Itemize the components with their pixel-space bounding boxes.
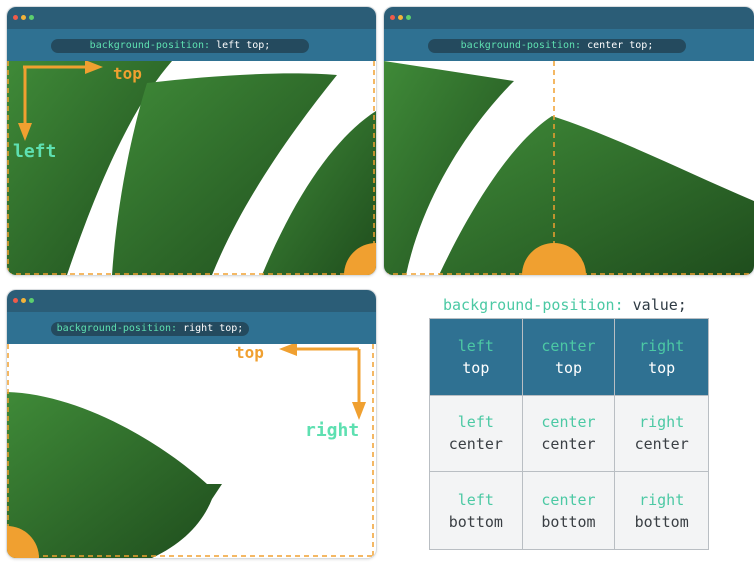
minimize-dot-icon[interactable] <box>21 298 26 303</box>
browser-window-right-top: background-position: right top; <box>7 290 376 558</box>
css-value: center top; <box>587 40 654 51</box>
horizontal-value: left <box>457 413 494 432</box>
minimize-dot-icon[interactable] <box>21 15 26 20</box>
leaf-segment <box>112 73 337 275</box>
maximize-dot-icon[interactable] <box>29 298 34 303</box>
leaf-segment <box>439 116 754 275</box>
window-controls[interactable] <box>13 15 34 20</box>
maximize-dot-icon[interactable] <box>29 15 34 20</box>
left-label: left <box>13 141 56 162</box>
vertical-value: bottom <box>634 512 689 531</box>
vertical-value: center <box>634 435 689 454</box>
table-title-value: value; <box>632 296 687 314</box>
browser-window-center-top: background-position: center top; <box>384 7 754 275</box>
browser-window-left-top: background-position: left top; <box>7 7 376 275</box>
top-label: top <box>235 344 264 362</box>
horizontal-value: center <box>541 490 596 509</box>
window-titlebar <box>7 290 376 312</box>
leaf-image: top left <box>7 61 376 275</box>
close-dot-icon[interactable] <box>13 15 18 20</box>
top-label: top <box>113 64 142 83</box>
horizontal-value: right <box>639 336 685 355</box>
vertical-value: center <box>541 435 596 454</box>
horizontal-value: left <box>457 490 494 509</box>
css-value: right top; <box>183 323 244 334</box>
right-label: right <box>305 420 359 441</box>
leaf-segment <box>262 111 376 275</box>
vertical-value: top <box>462 358 490 377</box>
close-dot-icon[interactable] <box>13 298 18 303</box>
horizontal-value: left <box>457 336 494 355</box>
table-title: background-position: value; <box>443 296 687 314</box>
css-declaration-pill[interactable]: background-position: center top; <box>428 39 686 53</box>
table-cell: center top <box>522 319 616 396</box>
leaf-image: top right <box>7 344 376 558</box>
corner-marker <box>344 243 376 275</box>
address-bar: background-position: left top; <box>7 29 376 61</box>
table-cell: center center <box>522 395 616 473</box>
horizontal-value: center <box>541 413 596 432</box>
address-bar: background-position: right top; <box>7 312 376 344</box>
css-property: background-position: <box>460 40 582 51</box>
top-arrow <box>279 344 359 356</box>
vertical-value: center <box>448 435 503 454</box>
css-declaration-pill[interactable]: background-position: left top; <box>51 39 309 53</box>
window-titlebar <box>7 7 376 29</box>
leaf-segment <box>384 61 514 275</box>
table-cell: center bottom <box>522 472 616 549</box>
table-cell: left top <box>430 319 523 396</box>
table-title-property: background-position: <box>443 296 624 314</box>
leaf-segment <box>7 61 172 275</box>
table-cell: left bottom <box>430 472 523 549</box>
vertical-value: top <box>648 358 676 377</box>
vertical-value: bottom <box>448 512 503 531</box>
maximize-dot-icon[interactable] <box>406 15 411 20</box>
horizontal-value: right <box>639 413 685 432</box>
viewport: top right <box>7 344 376 558</box>
window-controls[interactable] <box>390 15 411 20</box>
right-arrow <box>352 349 366 420</box>
corner-marker <box>522 243 586 275</box>
horizontal-value: right <box>639 490 685 509</box>
left-arrow <box>18 67 32 141</box>
viewport: top left <box>7 61 376 275</box>
close-dot-icon[interactable] <box>390 15 395 20</box>
corner-marker <box>7 526 39 558</box>
minimize-dot-icon[interactable] <box>398 15 403 20</box>
top-arrow <box>23 61 103 74</box>
leaf-segment <box>7 392 222 558</box>
window-controls[interactable] <box>13 298 34 303</box>
table-cell: right top <box>615 319 708 396</box>
horizontal-value: center <box>541 336 596 355</box>
vertical-value: bottom <box>541 512 596 531</box>
window-titlebar <box>384 7 754 29</box>
css-property: background-position: <box>56 323 178 334</box>
position-values-table: left top center top right top left center ce… <box>429 318 709 550</box>
css-property: background-position: <box>89 40 211 51</box>
table-cell: right bottom <box>615 472 708 549</box>
table-cell: right center <box>615 395 708 473</box>
table-cell: left center <box>430 395 523 473</box>
css-declaration-pill[interactable]: background-position: right top; <box>51 322 249 336</box>
vertical-value: top <box>554 358 583 377</box>
viewport <box>384 61 754 275</box>
address-bar: background-position: center top; <box>384 29 754 61</box>
leaf-image <box>384 61 754 275</box>
css-value: left top; <box>216 40 271 51</box>
